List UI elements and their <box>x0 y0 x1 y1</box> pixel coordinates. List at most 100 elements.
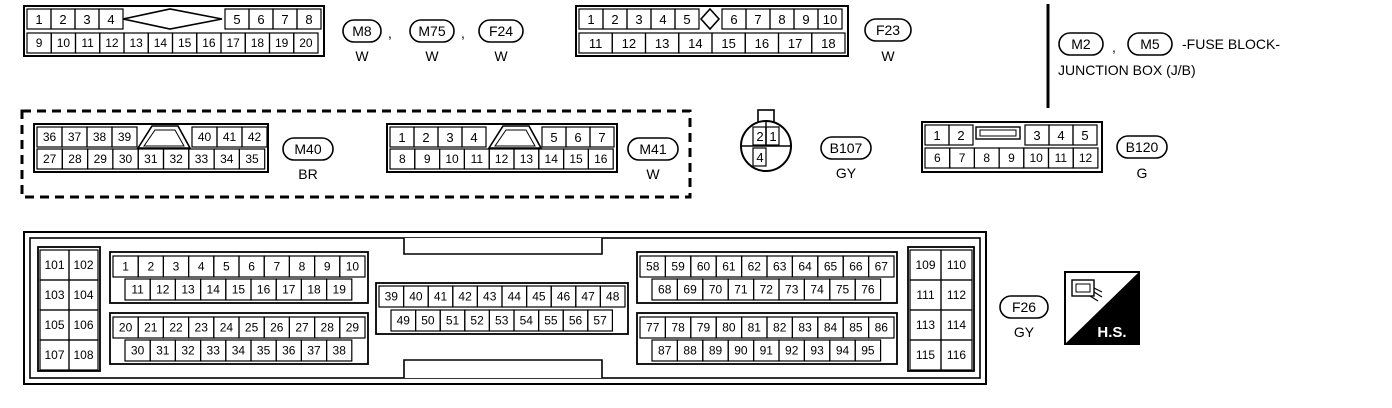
pin-cell <box>599 285 626 308</box>
key-slot-inner <box>979 129 1017 137</box>
pin-number: 41 <box>434 290 448 304</box>
badge-outline <box>1116 135 1168 159</box>
pin-number: 33 <box>207 344 221 358</box>
pin-number: 11 <box>81 36 94 50</box>
pin-number: 14 <box>545 152 559 166</box>
badge-outline <box>627 137 679 161</box>
badge-m41: M41 <box>639 141 666 157</box>
pin-number: 91 <box>760 344 774 358</box>
pin-number: 14 <box>688 36 702 51</box>
pin-number: 18 <box>821 36 835 51</box>
pin-cell <box>293 32 319 54</box>
pin-number: 6 <box>248 260 255 274</box>
badge-outline <box>342 19 382 43</box>
pin-number: 87 <box>658 344 672 358</box>
badge-outline <box>478 19 524 43</box>
pin-cell <box>461 126 487 148</box>
pin-number: 45 <box>532 290 546 304</box>
key-trapezoid-inner <box>143 129 185 147</box>
pin-number: 29 <box>346 321 360 335</box>
pin-number: 40 <box>409 290 423 304</box>
connector-outline <box>921 121 1103 173</box>
pin-number: 4 <box>198 260 205 274</box>
pin-number: 16 <box>202 36 216 50</box>
fuse-block-label: -FUSE BLOCK- <box>1182 36 1280 52</box>
pin-number: 19 <box>275 36 289 50</box>
pin-number: 54 <box>520 314 534 328</box>
badge-f23: F23 <box>876 22 900 38</box>
pin-number: 21 <box>144 321 158 335</box>
wire-color-m75: W <box>425 48 439 64</box>
pin-number: 94 <box>836 344 850 358</box>
icon-fill <box>1065 272 1139 344</box>
pin-cell <box>339 316 366 339</box>
connector-outline <box>33 123 269 173</box>
pin-number: 109 <box>915 258 935 272</box>
pin-number: 34 <box>220 152 234 166</box>
pin-number: 35 <box>245 152 259 166</box>
pin-cell <box>296 8 322 30</box>
badge-outline <box>820 136 872 160</box>
pin-number: 18 <box>307 283 321 297</box>
pin-number: 58 <box>646 260 660 274</box>
pin-cell <box>589 126 615 148</box>
pin-cell <box>326 339 353 362</box>
connector-outline <box>23 5 325 57</box>
badge-outline <box>1127 32 1173 56</box>
pin-block <box>636 312 898 365</box>
pin-number: 41 <box>223 130 237 144</box>
pin-number: 28 <box>68 152 82 166</box>
pin-number: 17 <box>282 283 296 297</box>
pin-number: 85 <box>849 321 863 335</box>
pin-number: 15 <box>721 36 735 51</box>
pin-number: 64 <box>798 260 812 274</box>
pin-number: 89 <box>709 344 723 358</box>
pin-cell <box>1072 124 1098 146</box>
pin-number: 17 <box>226 36 240 50</box>
pin-number: 61 <box>722 260 736 274</box>
pin-number: 71 <box>734 283 748 297</box>
pin-cell <box>111 126 138 148</box>
pin-number: 11 <box>471 152 484 166</box>
badge-f26: F26 <box>1012 299 1036 315</box>
pin-number: 66 <box>849 260 863 274</box>
hs-label: H.S. <box>1097 324 1126 341</box>
pin-number: 50 <box>421 314 435 328</box>
pin-number: 1 <box>35 12 42 27</box>
pin-cell <box>68 339 99 371</box>
pin-number: 67 <box>875 260 889 274</box>
wire-color-f24: W <box>494 48 508 64</box>
pin-number: 13 <box>181 283 195 297</box>
pin-number: 9 <box>1008 151 1015 165</box>
pin-number: 3 <box>83 12 90 27</box>
badge-m5: M5 <box>1140 36 1160 52</box>
pin-number: 104 <box>73 288 93 302</box>
pin-block <box>636 251 898 304</box>
pin-number: 102 <box>73 258 93 272</box>
pin-block <box>907 246 975 372</box>
pin-number: 16 <box>257 283 271 297</box>
key-trapezoid-inner <box>494 129 536 147</box>
pin-number: 1 <box>122 260 129 274</box>
pin-cell <box>811 32 846 54</box>
pin-number: 33 <box>195 152 209 166</box>
pin-number: 6 <box>257 12 264 27</box>
pin-cell <box>241 126 268 148</box>
pin-number: 51 <box>446 314 460 328</box>
